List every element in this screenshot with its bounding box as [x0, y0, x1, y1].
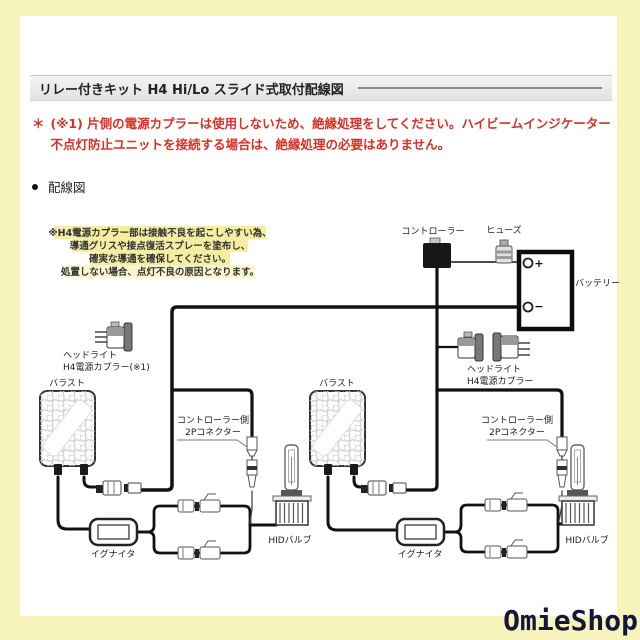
warning-note: ＊ (※1) 片側の電源カプラーは使用しないため、絶縁処理をしてください。ハイビ…: [30, 113, 614, 155]
igniter-loop: [135, 504, 252, 534]
2p-thin-wire-left: [249, 490, 253, 524]
headlight-coupler-unused-label2: H4電源カプラー(※1): [63, 362, 150, 373]
inline-connector-icon: [177, 540, 221, 560]
inline-connector-icon: [484, 539, 528, 559]
2p-label-left: コントローラー側: [177, 414, 249, 426]
battery-plus-terminal: [522, 257, 534, 269]
ballast-left: [39, 390, 96, 475]
2p-label-right: コントローラー側: [481, 414, 553, 426]
ballast-wire: [82, 475, 97, 489]
note-line: 確実な導通を確保してください。: [89, 253, 231, 265]
battery-minus-terminal: [522, 301, 534, 313]
ballast-wire: [56, 475, 92, 531]
connector-pair-left: [96, 480, 142, 496]
igniter-label-right: イグナイタ: [398, 548, 442, 560]
ballast-wire: [352, 475, 363, 489]
ballast-label-right: バラスト: [319, 378, 355, 389]
headlight-coupler-unused-icon: [95, 321, 133, 352]
bullet-icon: [32, 183, 38, 190]
connector-pair-right: [361, 480, 407, 496]
fuse-label: ヒューズ: [486, 224, 522, 236]
warning-text: (※1) 片側の電源カプラーは使用しないため、絶縁処理をしてください。ハイビーム…: [50, 116, 611, 152]
controller-label: コントローラー: [401, 226, 464, 237]
igniter-loop: [442, 522, 560, 554]
igniter-left: [88, 517, 139, 547]
battery-plus-sign: +: [534, 257, 543, 270]
headlight-coupler-label: ヘッドライト: [467, 364, 521, 375]
warning-bullet: ＊: [32, 116, 45, 131]
content-sheet: リレー付きキット H4 Hi/Lo スライド式取付配線図 ＊ (※1) 片側の電…: [20, 16, 620, 616]
controller-wire: [404, 266, 439, 492]
ballast-right: [309, 390, 366, 475]
battery-minus-sign: −: [534, 300, 543, 313]
2p-label2-right: 2Pコネクター: [489, 427, 545, 438]
note-line: 処置しない場合、点灯不良の原因となります。: [60, 266, 259, 278]
2p-branch-wire-right: [435, 388, 564, 439]
hid-bulb-label-right: HIDバルブ: [565, 534, 608, 546]
note-line: ※H4電源カプラー部は接触不良を起こしやすい為、: [48, 227, 271, 239]
2p-connector-left: [246, 436, 258, 488]
headlight-coupler-unused-label: ヘッドライト: [63, 350, 117, 361]
title-bar: リレー付きキット H4 Hi/Lo スライド式取付配線図: [30, 75, 612, 101]
hid-bulb-right: [558, 444, 598, 526]
battery-minus-wire: [139, 305, 525, 492]
2p-connector-right: [556, 436, 568, 488]
watermark: OmieShop: [503, 604, 638, 637]
ballast-label-left: バラスト: [49, 378, 85, 389]
inline-connector-icon: [177, 493, 221, 513]
page-title: リレー付きキット H4 Hi/Lo スライド式取付配線図: [39, 82, 344, 98]
section-heading: 配線図: [32, 177, 86, 196]
controller: [423, 237, 451, 268]
hid-bulb-left: [272, 444, 312, 526]
2p-pointer-left: [177, 439, 248, 448]
2p-pointer-right: [487, 439, 558, 448]
headlight-coupler-label2: H4電源カプラー: [467, 376, 534, 387]
wiring-diagram: ※H4電源カプラー部は接触不良を起こしやすい為、導通グリスや接点復活スプレーを塗…: [25, 195, 620, 615]
section-label: 配線図: [48, 180, 86, 195]
battery-label: バッテリー: [575, 278, 620, 289]
wires: [56, 261, 564, 555]
ballast-wire: [326, 475, 399, 532]
igniter-loop: [135, 523, 252, 555]
note-line: 導通グリスや接点復活スプレーを塗布し、: [70, 240, 251, 252]
2p-branch-wire-left: [170, 388, 254, 439]
igniter-label-left: イグナイタ: [91, 548, 135, 560]
battery: [516, 249, 575, 332]
igniter-right: [395, 517, 446, 547]
hid-bulb-label-left: HIDバルブ: [268, 534, 311, 546]
fuse: [495, 239, 513, 264]
igniter-loop: [442, 503, 560, 534]
inline-connector-icon: [484, 492, 528, 512]
title-rule: [357, 87, 602, 89]
headlight-coupler-pair-icon: [457, 331, 530, 362]
2p-label2-left: 2Pコネクター: [185, 427, 241, 438]
diagram-note: ※H4電源カプラー部は接触不良を起こしやすい為、導通グリスや接点復活スプレーを塗…: [48, 226, 272, 278]
